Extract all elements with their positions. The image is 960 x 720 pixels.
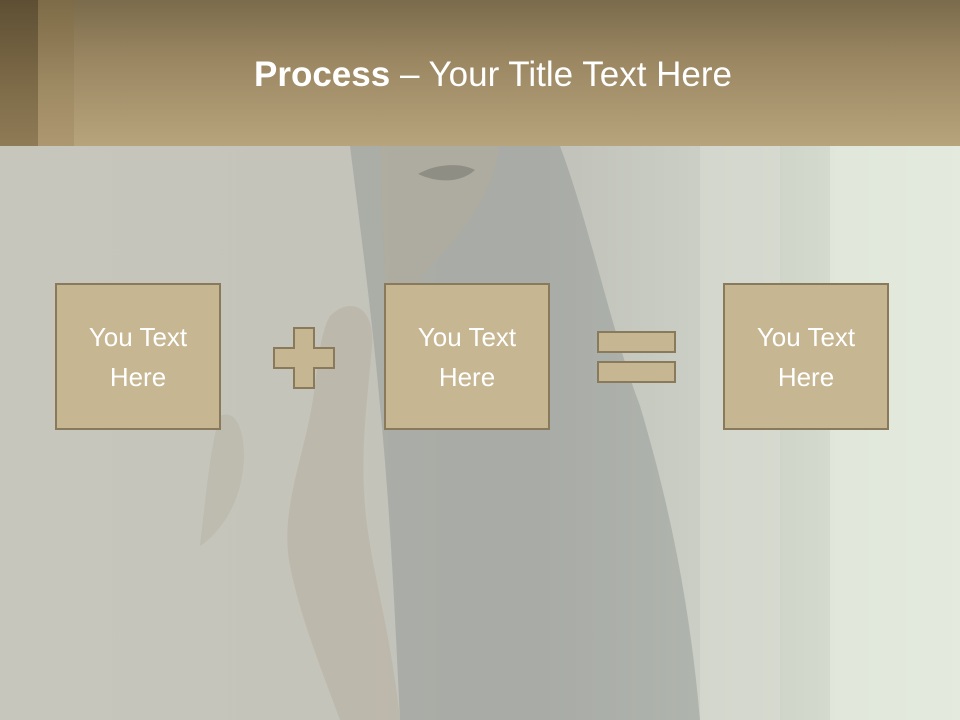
process-box-3[interactable]: You Text Here: [723, 283, 889, 430]
background-photo-illustration: [200, 146, 960, 720]
header-accent-bar-light: [38, 0, 74, 146]
header-band: Process – Your Title Text Here: [0, 0, 960, 146]
process-box-1[interactable]: You Text Here: [55, 283, 221, 430]
title-bold-part: Process: [254, 55, 391, 94]
process-box-1-text: You Text Here: [88, 321, 188, 392]
header-accent-bar: [0, 0, 38, 146]
process-box-3-text: You Text Here: [756, 321, 856, 392]
title-rest-part: – Your Title Text Here: [390, 55, 732, 94]
background-photo: [0, 146, 960, 720]
slide-title[interactable]: Process – Your Title Text Here: [0, 52, 960, 98]
plus-icon[interactable]: [273, 327, 335, 389]
process-box-2-text: You Text Here: [417, 321, 517, 392]
equals-icon[interactable]: [597, 331, 677, 383]
process-box-2[interactable]: You Text Here: [384, 283, 550, 430]
